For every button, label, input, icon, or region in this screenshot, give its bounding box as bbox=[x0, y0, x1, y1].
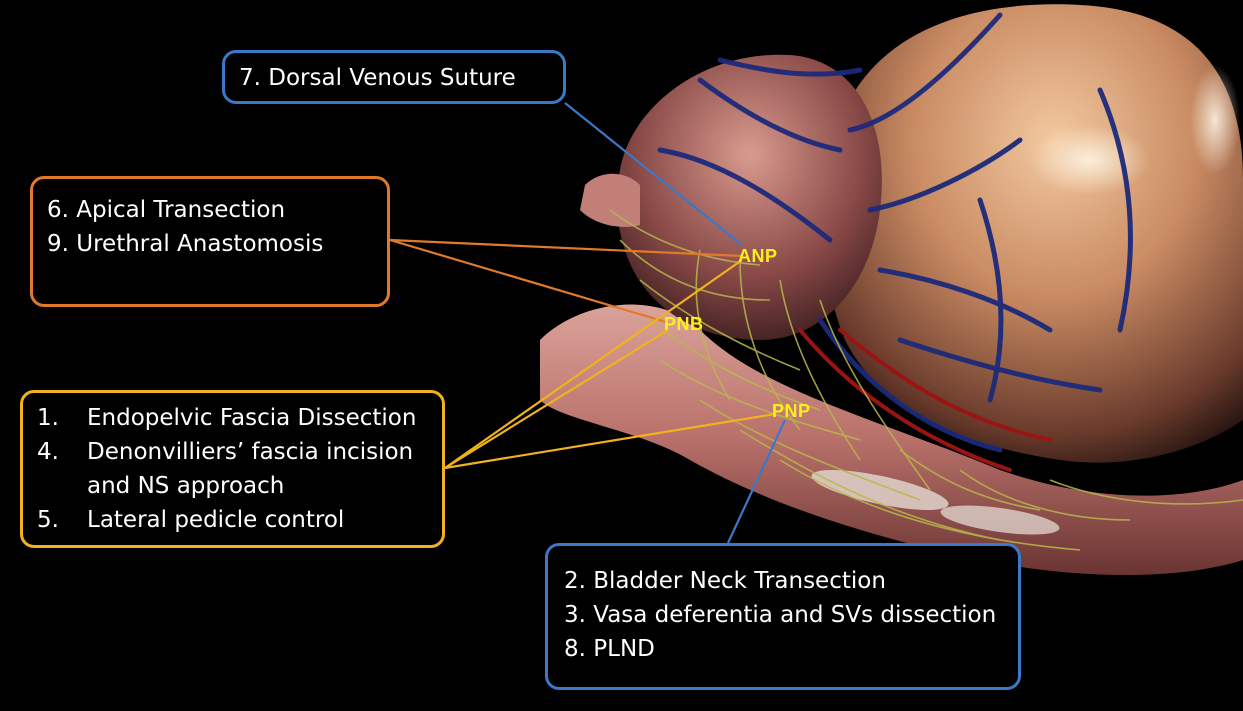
apical-line-1: 6. Apical Transection bbox=[47, 197, 286, 223]
connector-endo-to-pnb bbox=[444, 329, 669, 469]
dorsal-venous-box: 7. Dorsal Venous Suture bbox=[222, 50, 566, 104]
node-label-pnb: PNB bbox=[664, 314, 704, 334]
endopelvic-item-number: 1. bbox=[37, 405, 59, 431]
connector-endo-to-anp bbox=[444, 259, 743, 469]
connector-endo-to-pnp bbox=[444, 412, 776, 470]
connector-apical-to-pnb bbox=[389, 238, 667, 324]
apical-line-2: 9. Urethral Anastomosis bbox=[47, 231, 324, 257]
endopelvic-item-text: Endopelvic Fascia Dissection bbox=[87, 405, 417, 431]
bladder-line-3: 8. PLND bbox=[564, 636, 655, 662]
endopelvic-item: 5. Lateral pedicle control bbox=[37, 503, 428, 537]
endopelvic-box: 1. Endopelvic Fascia Dissection 4. Denon… bbox=[20, 390, 445, 548]
endopelvic-item-text: Lateral pedicle control bbox=[87, 507, 345, 533]
bladder-box: 2. Bladder Neck Transection 3. Vasa defe… bbox=[545, 543, 1021, 690]
dorsal-venous-label: 7. Dorsal Venous Suture bbox=[239, 65, 516, 91]
connector-apical-to-anp bbox=[389, 238, 743, 258]
apical-box: 6. Apical Transection 9. Urethral Anasto… bbox=[30, 176, 390, 307]
bladder-line-2: 3. Vasa deferentia and SVs dissection bbox=[564, 602, 997, 628]
prostate-shape bbox=[616, 54, 882, 340]
endopelvic-item-number: 5. bbox=[37, 507, 59, 533]
endopelvic-item: 4. Denonvilliers’ fascia incision and NS… bbox=[37, 435, 428, 503]
bladder-line-1: 2. Bladder Neck Transection bbox=[564, 568, 886, 594]
endopelvic-item-text: Denonvilliers’ fascia incision and NS ap… bbox=[87, 439, 414, 499]
endopelvic-item-number: 4. bbox=[37, 439, 59, 465]
connector-dorsal-to-anp bbox=[564, 102, 743, 246]
urethra-stump-shape bbox=[580, 173, 640, 227]
connector-bladder-to-pnp bbox=[727, 419, 786, 544]
endopelvic-item: 1. Endopelvic Fascia Dissection bbox=[37, 401, 428, 435]
node-label-anp: ANP bbox=[738, 246, 778, 266]
node-label-pnp: PNP bbox=[772, 401, 811, 421]
